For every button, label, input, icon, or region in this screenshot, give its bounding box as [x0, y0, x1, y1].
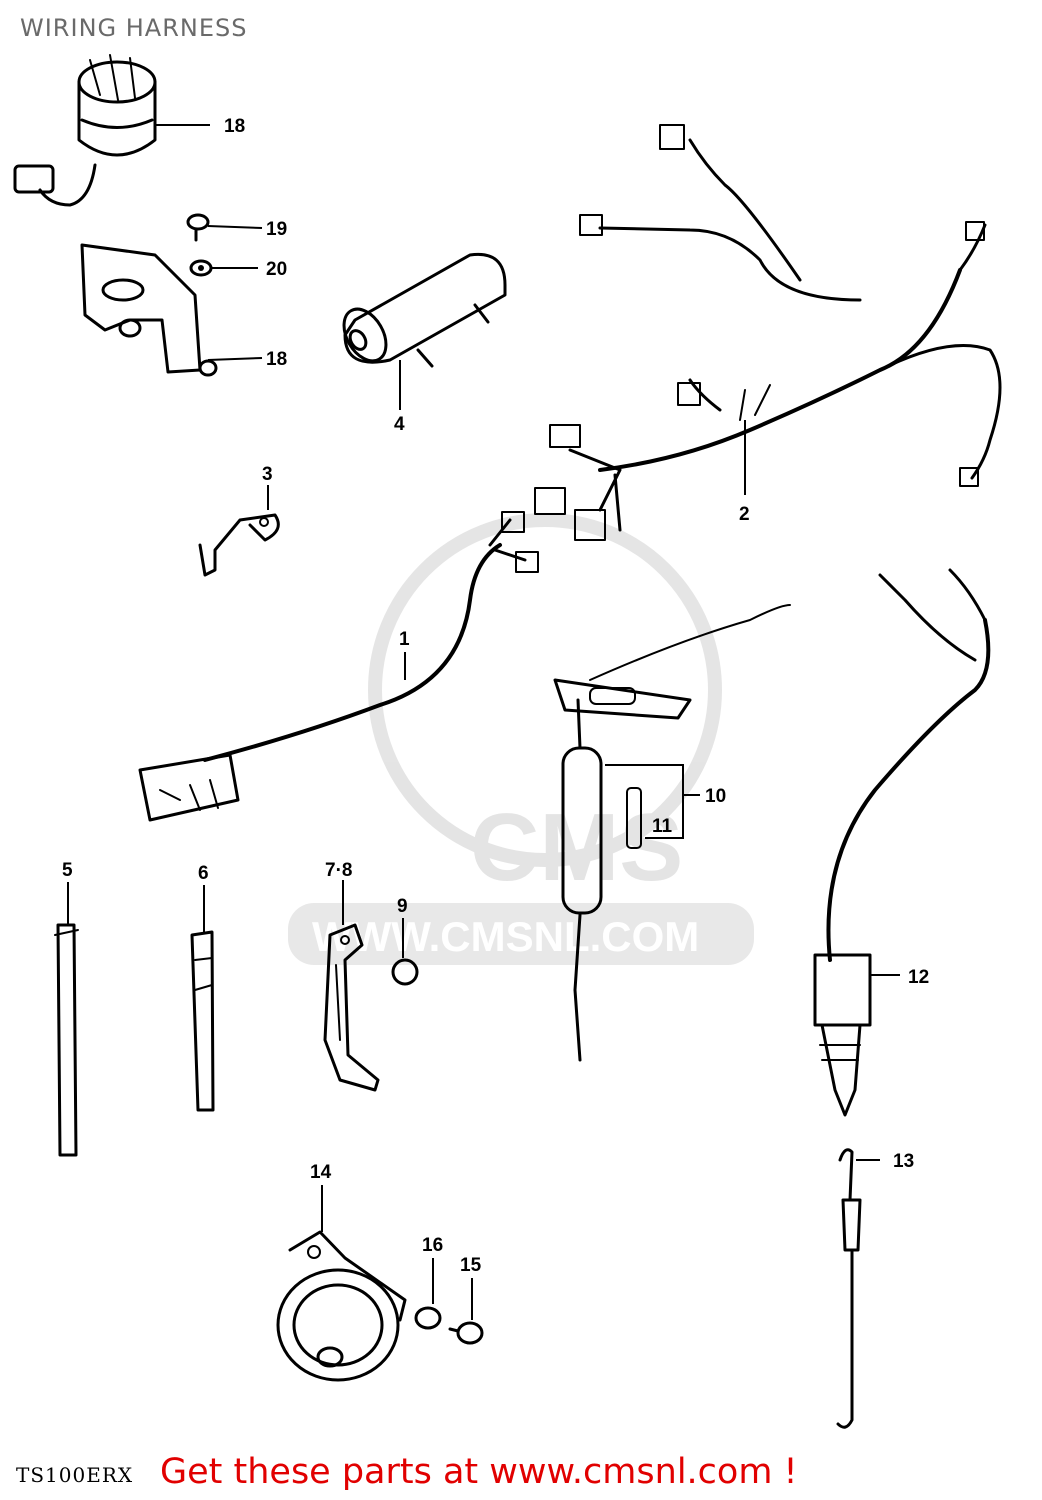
callout-4: 4 — [394, 414, 405, 435]
parts-diagram: CMS WWW.CMSNL.COM — [13, 54, 1002, 1429]
callout-6: 6 — [198, 863, 209, 884]
callout-9: 9 — [397, 896, 408, 917]
part-2-main-harness[interactable] — [534, 124, 1002, 541]
callout-13: 13 — [893, 1151, 914, 1172]
callout-3: 3 — [262, 464, 273, 485]
leader-lines — [67, 124, 900, 1320]
callout-18: 18 — [266, 349, 287, 370]
watermark: CMS WWW.CMSNL.COM — [288, 513, 754, 965]
callout-7-8: 7·8 — [325, 860, 352, 881]
callout-12: 12 — [908, 967, 929, 988]
watermark-logo-text: CMS — [470, 794, 683, 901]
part-6-tube[interactable] — [190, 930, 215, 1112]
watermark-banner — [288, 903, 754, 965]
callout-19: 19 — [266, 219, 287, 240]
part-14-horn[interactable] — [276, 1230, 407, 1382]
callout-20: 20 — [266, 259, 287, 280]
callout-10: 10 — [705, 786, 726, 807]
part-12-switch[interactable] — [813, 568, 991, 1117]
callout-labels: 18 19 20 18 4 3 2 1 5 6 7·8 9 10 11 12 1… — [62, 116, 929, 1276]
callout-5: 5 — [62, 860, 73, 881]
promo-link[interactable]: Get these parts at www.cmsnl.com ! — [160, 1452, 798, 1492]
part-3-clamp[interactable] — [198, 513, 280, 577]
part-10-fuse-holder[interactable] — [553, 604, 791, 1062]
part-5-tube[interactable] — [54, 923, 79, 1157]
diagram-title: WIRING HARNESS — [20, 14, 248, 42]
model-code: TS100ERX — [16, 1463, 134, 1487]
callout-15: 15 — [460, 1255, 482, 1276]
part-11-fuse[interactable] — [626, 787, 642, 849]
watermark-logo-ring — [368, 513, 722, 867]
callout-11: 11 — [652, 816, 673, 837]
watermark-url: WWW.CMSNL.COM — [312, 913, 699, 960]
callout-17: 18 — [224, 116, 245, 137]
callout-2: 2 — [739, 504, 750, 525]
part-16-washer[interactable] — [414, 1306, 442, 1330]
part-17-switch[interactable] — [13, 54, 157, 207]
callout-14: 14 — [310, 1162, 332, 1183]
part-9-grommet[interactable] — [391, 958, 419, 986]
part-20-washer[interactable] — [189, 259, 213, 277]
part-4-ignition-coil[interactable] — [335, 252, 507, 368]
part-19-screw[interactable] — [186, 213, 210, 242]
part-15-bolt[interactable] — [448, 1321, 484, 1345]
part-7-8-clamp[interactable] — [323, 923, 380, 1092]
callout-1: 1 — [399, 629, 410, 650]
callout-16: 16 — [422, 1235, 443, 1256]
part-1-sub-harness[interactable] — [138, 511, 539, 822]
part-18-bracket[interactable] — [80, 243, 218, 377]
part-13-rod[interactable] — [836, 1148, 862, 1429]
